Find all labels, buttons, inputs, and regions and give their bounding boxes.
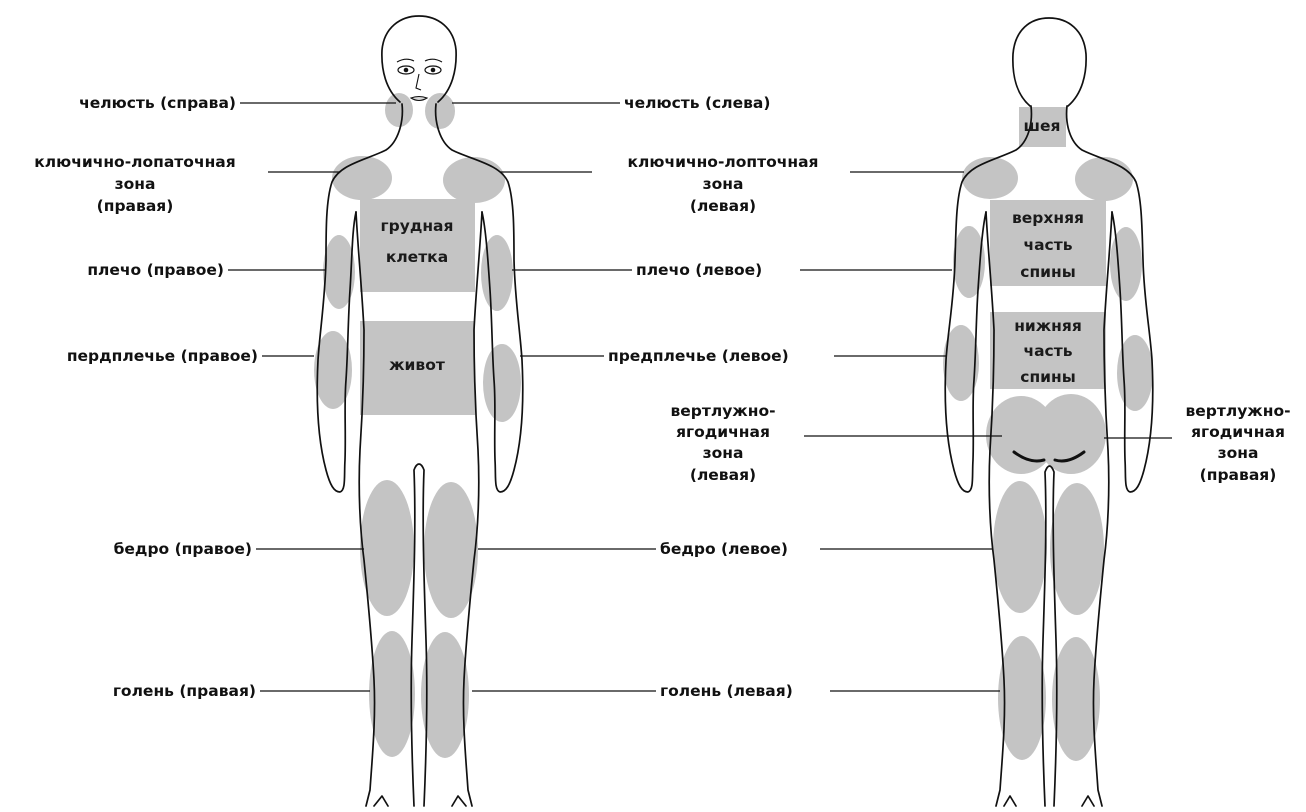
label-forearm-right: пердплечье (правое) xyxy=(67,347,258,365)
front-inner-legs xyxy=(411,464,427,806)
label-buttock-left-line3: зона xyxy=(703,444,744,462)
label-thigh-left: бедро (левое) xyxy=(660,540,788,558)
back-labels: вертлужно- ягодичная зона (левая) вертлу… xyxy=(670,402,1290,484)
label-buttock-right-line4: (правая) xyxy=(1200,466,1277,484)
upper-back-label-line1: верхняя xyxy=(1012,209,1084,227)
left-pupil-icon xyxy=(431,68,436,73)
label-clav-right-line1: ключично-лопаточная xyxy=(34,153,235,171)
jaw-right-zone xyxy=(385,93,413,127)
label-buttock-right-line3: зона xyxy=(1218,444,1259,462)
label-jaw-right: челюсть (справа) xyxy=(79,94,236,112)
neck-label: шея xyxy=(1024,117,1061,135)
chest-zone xyxy=(360,199,475,292)
chest-label-line2: клетка xyxy=(386,248,448,266)
mouth-icon xyxy=(411,97,427,101)
label-clav-left-line2: зона xyxy=(703,175,744,193)
label-forearm-left: предплечье (левое) xyxy=(608,347,789,365)
back-clavicular-left-zone xyxy=(1075,157,1133,201)
front-feet xyxy=(374,796,466,806)
label-shoulder-left: плечо (левое) xyxy=(636,261,762,279)
label-clav-left-line3: (левая) xyxy=(690,197,756,215)
jaw-left-zone xyxy=(425,93,455,129)
label-clav-left-line1: ключично-лопточная xyxy=(628,153,819,171)
label-buttock-right-line2: ягодичная xyxy=(1191,423,1285,441)
back-figure: шея верхняя часть спины нижняя часть спи… xyxy=(943,18,1153,806)
shin-right-zone xyxy=(369,631,415,757)
abdomen-label: живот xyxy=(389,356,445,374)
nose-icon xyxy=(416,74,421,90)
label-buttock-left-line4: (левая) xyxy=(690,466,756,484)
label-jaw-left: челюсть (слева) xyxy=(624,94,770,112)
label-buttock-left-line1: вертлужно- xyxy=(670,402,775,420)
lower-back-label-line2: часть xyxy=(1023,342,1072,360)
back-shoulder-left-zone xyxy=(1110,227,1142,301)
clavicular-left-zone xyxy=(443,157,505,203)
back-feet xyxy=(1004,796,1094,806)
clavicular-right-zone xyxy=(332,156,392,200)
front-figure: грудная клетка живот xyxy=(314,16,523,806)
right-pupil-icon xyxy=(404,68,409,73)
label-shoulder-right: плечо (правое) xyxy=(87,261,224,279)
back-head-outline xyxy=(1013,18,1086,106)
back-zones xyxy=(943,107,1153,761)
forearm-left-zone xyxy=(483,344,521,422)
upper-back-label-line3: спины xyxy=(1020,263,1075,281)
back-clavicular-right-zone xyxy=(962,157,1018,199)
label-buttock-left-line2: ягодичная xyxy=(676,423,770,441)
brows-icon xyxy=(397,59,442,62)
label-clav-right-line2: зона xyxy=(115,175,156,193)
label-shin-left: голень (левая) xyxy=(660,682,793,700)
label-thigh-right: бедро (правое) xyxy=(114,540,252,558)
lower-back-label-line3: спины xyxy=(1020,368,1075,386)
label-clav-right-line3: (правая) xyxy=(97,197,174,215)
label-buttock-right-line1: вертлужно- xyxy=(1185,402,1290,420)
chest-label-line1: грудная xyxy=(381,217,454,235)
label-shin-right: голень (правая) xyxy=(113,682,256,700)
back-thigh-right-zone xyxy=(993,481,1047,613)
upper-back-label-line2: часть xyxy=(1023,236,1072,254)
back-thigh-left-zone xyxy=(1050,483,1104,615)
shin-left-zone xyxy=(421,632,469,758)
lower-back-label-line1: нижняя xyxy=(1014,317,1082,335)
buttock-right-zone xyxy=(1036,394,1106,474)
